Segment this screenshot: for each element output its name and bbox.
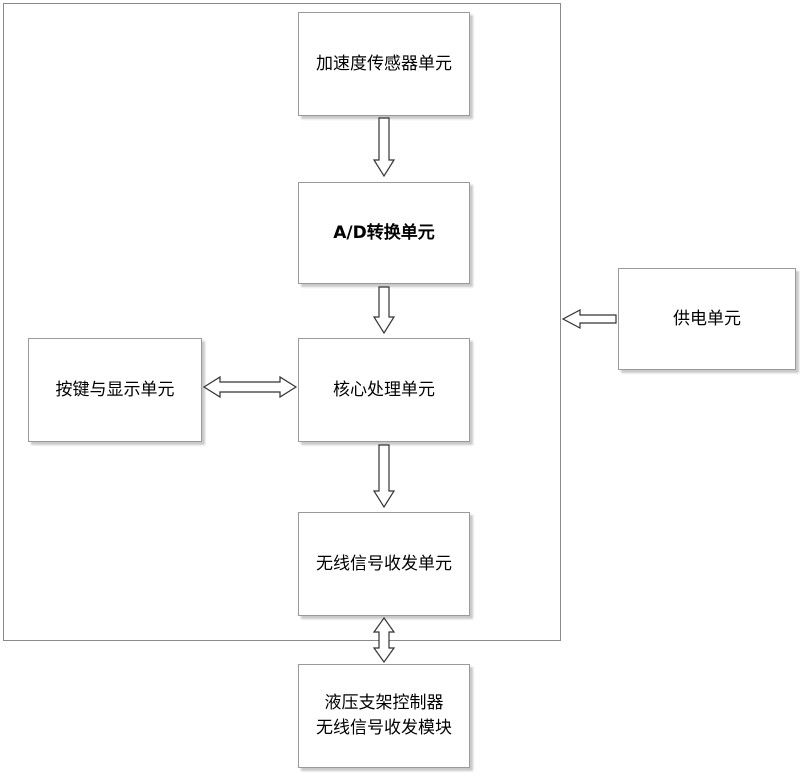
keypad-display-box: 按键与显示单元: [28, 338, 202, 442]
keypad-display-label: 按键与显示单元: [55, 379, 175, 400]
power-supply-label: 供电单元: [673, 308, 741, 329]
hydraulic-controller-box: 液压支架控制器 无线信号收发模块: [298, 664, 470, 768]
core-processor-label: 核心处理单元: [333, 379, 435, 400]
accel-sensor-box: 加速度传感器单元: [298, 12, 470, 116]
ad-converter-box: A/D转换单元: [298, 182, 470, 284]
power-supply-box: 供电单元: [618, 268, 796, 370]
wireless-transceiver-label: 无线信号收发单元: [316, 553, 452, 574]
core-processor-box: 核心处理单元: [298, 338, 470, 442]
hydraulic-controller-label: 液压支架控制器 无线信号收发模块: [316, 693, 452, 738]
accel-sensor-label: 加速度传感器单元: [316, 53, 452, 74]
wireless-transceiver-box: 无线信号收发单元: [298, 512, 470, 616]
arrow-power-to-frame: [561, 309, 617, 329]
ad-converter-label: A/D转换单元: [333, 222, 435, 243]
device-boundary-frame: [3, 3, 561, 641]
